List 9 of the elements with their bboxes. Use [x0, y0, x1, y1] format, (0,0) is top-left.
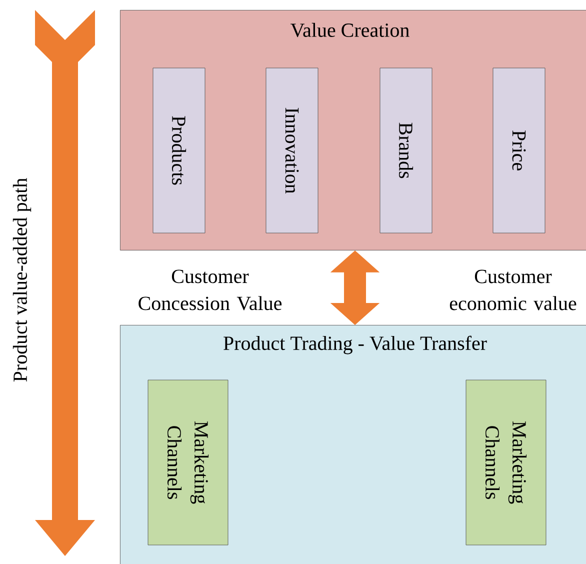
label-text: Product value-added path [12, 178, 32, 382]
channel-box: Marketing Channels [148, 380, 228, 546]
label-text: Customer Concession Value [138, 270, 282, 310]
item-box: Products [152, 68, 206, 234]
channel-box: Marketing Channels [466, 380, 546, 546]
item-box: Brands [380, 68, 432, 234]
label-text: Customer economic value [450, 270, 576, 310]
item-box: Innovation [266, 68, 318, 234]
item-box: Price [492, 68, 546, 234]
